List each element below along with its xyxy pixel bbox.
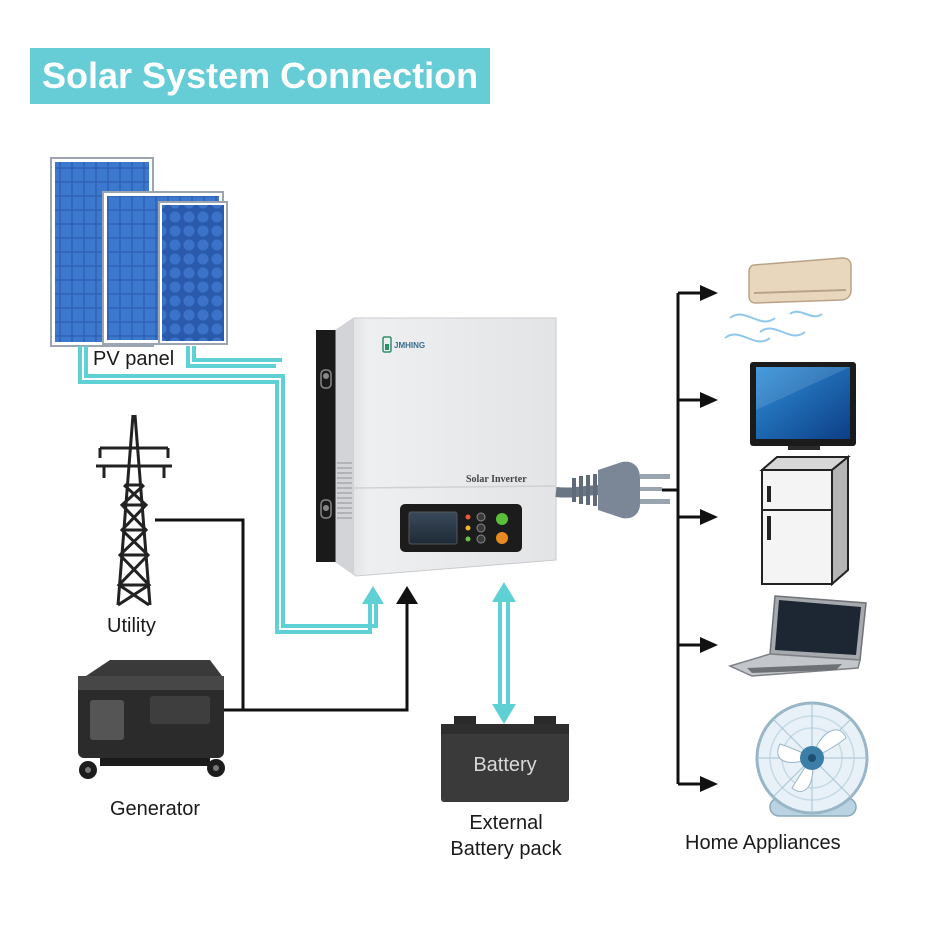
television-icon — [750, 362, 856, 450]
pv-wire — [78, 346, 378, 634]
generator-icon — [78, 660, 225, 779]
page-title: Solar System Connection — [30, 48, 491, 104]
output-bus — [662, 291, 704, 786]
external-battery-label-line1: External — [469, 812, 543, 834]
refrigerator-icon — [759, 454, 851, 587]
utility-tower-icon — [96, 414, 172, 607]
bus-arrow-fridge-icon — [700, 509, 718, 525]
inverter-logo-icon — [382, 336, 392, 353]
utility-label: Utility — [107, 615, 156, 637]
pv-panel-label: PV panel — [93, 348, 175, 370]
battery-arrow-down-icon — [492, 704, 516, 724]
bus-arrow-tv-icon — [700, 392, 718, 408]
bus-arrow-fan-icon — [700, 776, 718, 792]
pv-arrow-up-icon — [362, 586, 384, 604]
battery-arrow-up-icon — [492, 582, 516, 602]
battery-icon: Battery — [441, 716, 569, 802]
inverter-model: Solar Inverter — [466, 474, 527, 485]
fan-icon — [755, 701, 869, 817]
inverter-brand: JMHING — [394, 341, 425, 350]
laptop-icon — [727, 595, 867, 677]
battery-link-wire — [498, 600, 510, 706]
solar-inverter: JMHING Solar Inverter — [316, 317, 557, 577]
pv-panel-array — [50, 157, 228, 347]
inverter-orange-button — [496, 532, 508, 544]
ac-input-arrow-up-icon — [396, 586, 418, 604]
ac-output-plug-icon — [555, 461, 670, 519]
battery-label: Battery — [473, 754, 536, 776]
external-battery-label-line2: Battery pack — [450, 838, 562, 860]
inverter-green-button — [496, 513, 508, 525]
inverter-lcd-screen — [408, 511, 458, 545]
ac-input-wire — [155, 518, 409, 712]
home-appliances-label: Home Appliances — [685, 832, 841, 854]
bus-arrow-ac-icon — [700, 285, 718, 301]
generator-label: Generator — [110, 798, 201, 820]
air-conditioner-icon — [724, 257, 852, 343]
bus-arrow-laptop-icon — [700, 637, 718, 653]
